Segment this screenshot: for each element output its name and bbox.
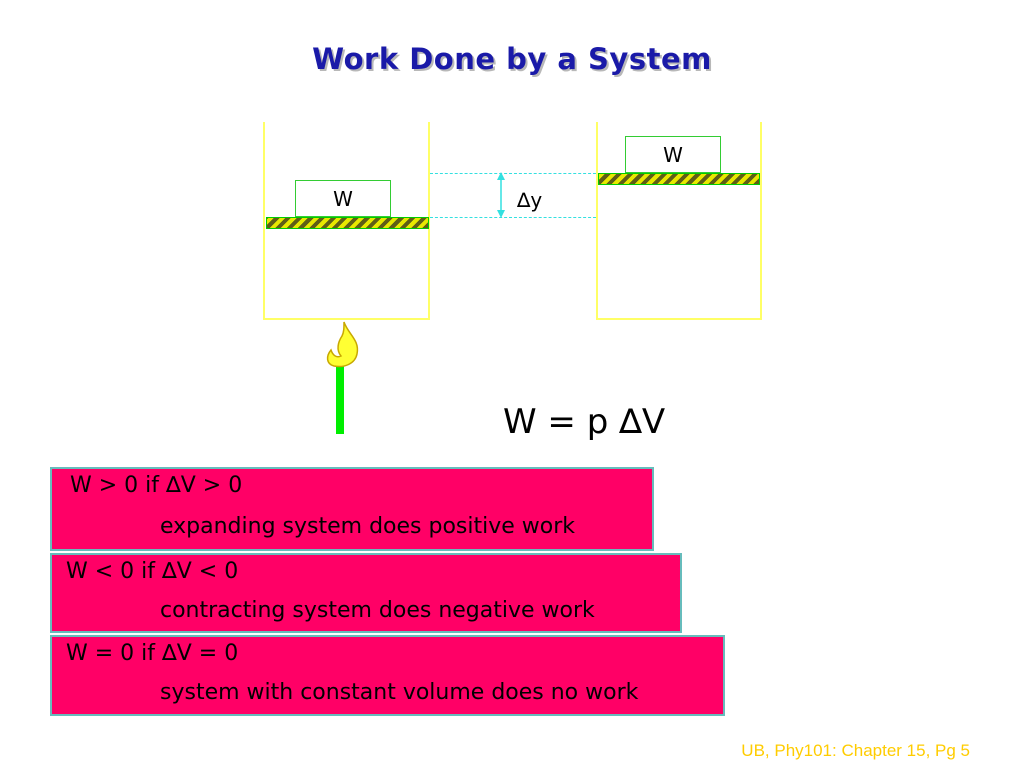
- right-weight-label: W: [663, 143, 683, 167]
- right-cylinder-right-wall: [760, 122, 762, 320]
- description-zero: system with constant volume does no work: [160, 680, 639, 705]
- lower-guide-line: [430, 217, 596, 218]
- left-cylinder-right-wall: [428, 122, 430, 320]
- right-cylinder-bottom: [596, 318, 762, 320]
- work-formula: W = p ∆V: [503, 402, 666, 442]
- condition-box-negative: W < 0 if ∆V < 0 contracting system does …: [50, 553, 682, 633]
- double-arrow-icon: [497, 172, 505, 218]
- slide-footer: UB, Phy101: Chapter 15, Pg 5: [741, 741, 970, 760]
- condition-negative: W < 0 if ∆V < 0: [66, 559, 239, 584]
- left-weight: W: [295, 180, 391, 217]
- left-cylinder-bottom: [263, 318, 430, 320]
- right-cylinder-left-wall: [596, 122, 598, 320]
- slide-title: Work Done by a System: [312, 42, 712, 76]
- description-negative: contracting system does negative work: [160, 598, 595, 623]
- left-cylinder-left-wall: [263, 122, 265, 320]
- right-weight: W: [625, 136, 721, 173]
- left-weight-label: W: [333, 187, 353, 211]
- condition-zero: W = 0 if ∆V = 0: [66, 641, 239, 666]
- condition-positive: W > 0 if ∆V > 0: [70, 473, 243, 498]
- right-piston: [598, 173, 760, 185]
- condition-box-zero: W = 0 if ∆V = 0 system with constant vol…: [50, 635, 725, 716]
- description-positive: expanding system does positive work: [160, 514, 576, 539]
- burner-icon: [326, 321, 359, 434]
- left-piston: [266, 217, 429, 229]
- displacement-label: ∆y: [517, 188, 543, 212]
- condition-box-positive: W > 0 if ∆V > 0 expanding system does po…: [50, 467, 654, 551]
- flame-icon: [326, 321, 359, 368]
- upper-guide-line: [430, 173, 596, 174]
